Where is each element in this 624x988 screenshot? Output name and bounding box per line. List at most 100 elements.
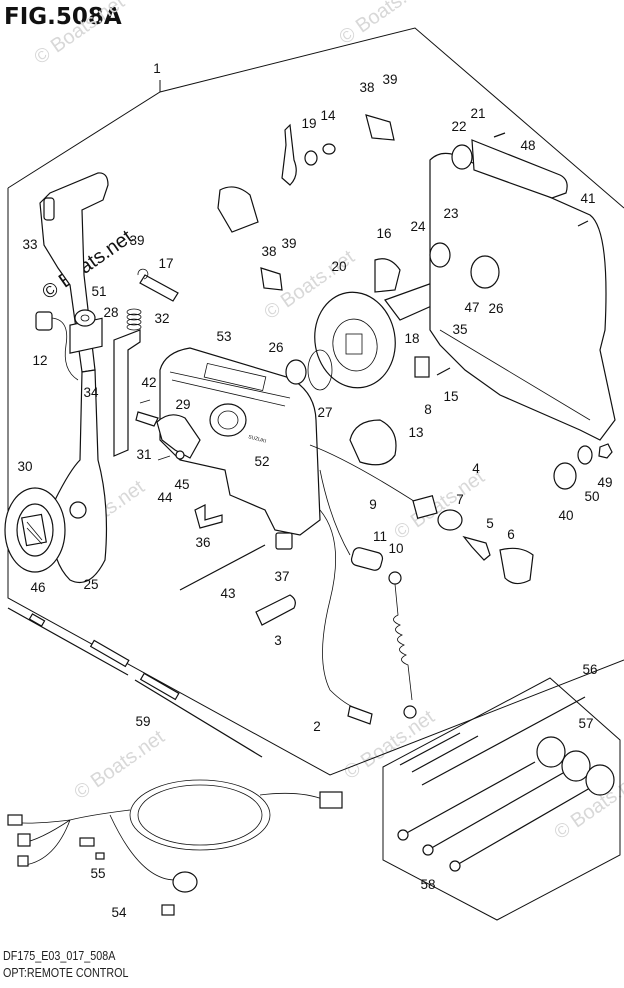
part-callout-38[interactable]: 38 xyxy=(359,80,374,95)
part-callout-20[interactable]: 20 xyxy=(331,259,346,274)
part-callout-42[interactable]: 42 xyxy=(141,375,156,390)
circlip xyxy=(137,268,149,280)
key xyxy=(462,535,491,561)
part-callout-24[interactable]: 24 xyxy=(410,219,426,234)
harness-cable xyxy=(319,509,361,711)
screw xyxy=(436,367,451,376)
lanyard xyxy=(388,571,417,719)
watermark: © Boats.net xyxy=(70,726,169,804)
housing-cover xyxy=(429,152,616,441)
part-callout-34[interactable]: 34 xyxy=(83,385,99,400)
part-callout-39[interactable]: 39 xyxy=(281,236,296,251)
kit-contents xyxy=(397,696,615,872)
part-callout-22[interactable]: 22 xyxy=(451,119,466,134)
part-callout-43[interactable]: 43 xyxy=(220,586,235,601)
part-callout-25[interactable]: 25 xyxy=(83,577,98,592)
oil-seal-top xyxy=(451,144,473,170)
lock-plate xyxy=(113,329,141,457)
part-callout-49[interactable]: 49 xyxy=(597,475,612,490)
part-callout-44[interactable]: 44 xyxy=(157,490,173,505)
part-callout-51[interactable]: 51 xyxy=(91,284,106,299)
part-callout-45[interactable]: 45 xyxy=(174,477,189,492)
part-callout-30[interactable]: 30 xyxy=(17,459,32,474)
long-screw xyxy=(179,544,266,591)
part-callout-18[interactable]: 18 xyxy=(404,331,419,346)
part-callout-19[interactable]: 19 xyxy=(301,116,316,131)
figure-caption: OPT:REMOTE CONTROL xyxy=(3,966,129,980)
watermark: © Boats.net xyxy=(390,466,489,544)
part-callout-53[interactable]: 53 xyxy=(216,329,231,344)
part-callout-29[interactable]: 29 xyxy=(175,397,190,412)
nut xyxy=(175,450,185,460)
part-callout-9[interactable]: 9 xyxy=(369,497,377,512)
trim-switch xyxy=(414,356,430,378)
part-callout-55[interactable]: 55 xyxy=(90,866,105,881)
part-callout-17[interactable]: 17 xyxy=(158,256,173,271)
detent-roller xyxy=(374,258,401,293)
screw xyxy=(157,455,171,461)
part-callout-54[interactable]: 54 xyxy=(111,905,127,920)
part-callout-39[interactable]: 39 xyxy=(129,233,144,248)
part-callout-36[interactable]: 36 xyxy=(195,535,210,550)
nut xyxy=(598,443,613,459)
wiring-harness xyxy=(7,779,343,916)
part-callout-8[interactable]: 8 xyxy=(424,402,432,417)
part-callout-13[interactable]: 13 xyxy=(408,425,423,440)
pin xyxy=(139,274,179,302)
part-callout-50[interactable]: 50 xyxy=(584,489,599,504)
part-callout-32[interactable]: 32 xyxy=(154,311,169,326)
part-callout-31[interactable]: 31 xyxy=(136,447,151,462)
part-callout-28[interactable]: 28 xyxy=(103,305,118,320)
part-callout-46[interactable]: 46 xyxy=(30,580,45,595)
snap-ring xyxy=(307,349,333,391)
part-callout-4[interactable]: 4 xyxy=(472,461,480,476)
link xyxy=(135,411,159,427)
part-callout-3[interactable]: 3 xyxy=(274,633,282,648)
cover-plate xyxy=(471,139,568,199)
part-callout-16[interactable]: 16 xyxy=(376,226,391,241)
friction-disc xyxy=(314,291,396,389)
part-callout-39[interactable]: 39 xyxy=(382,72,397,87)
part-callout-7[interactable]: 7 xyxy=(456,492,464,507)
part-callout-37[interactable]: 37 xyxy=(274,569,289,584)
part-callout-6[interactable]: 6 xyxy=(507,527,515,542)
part-callout-59[interactable]: 59 xyxy=(135,714,150,729)
part-callout-21[interactable]: 21 xyxy=(470,106,485,121)
part-callout-33[interactable]: 33 xyxy=(22,237,37,252)
part-callout-35[interactable]: 35 xyxy=(452,322,467,337)
part-callout-14[interactable]: 14 xyxy=(320,108,336,123)
screw xyxy=(493,132,506,138)
part-callout-1[interactable]: 1 xyxy=(153,61,161,76)
part-callout-2[interactable]: 2 xyxy=(313,719,321,734)
harness-connector xyxy=(347,705,373,725)
part-callout-5[interactable]: 5 xyxy=(486,516,494,531)
bushing xyxy=(304,150,318,166)
part-callout-47[interactable]: 47 xyxy=(464,300,479,315)
part-callout-41[interactable]: 41 xyxy=(580,191,595,206)
part-callout-15[interactable]: 15 xyxy=(443,389,458,404)
svg-text:SUZUKI: SUZUKI xyxy=(247,434,266,445)
kit-box-outline xyxy=(382,677,621,921)
hub-cap xyxy=(4,487,66,573)
part-callout-26[interactable]: 26 xyxy=(268,340,283,355)
part-callout-23[interactable]: 23 xyxy=(443,206,458,221)
remote-cable xyxy=(7,607,263,758)
part-callout-48[interactable]: 48 xyxy=(520,138,535,153)
harness-plug xyxy=(319,791,343,809)
screw xyxy=(139,399,151,404)
part-callout-58[interactable]: 58 xyxy=(420,877,435,892)
part-callout-10[interactable]: 10 xyxy=(388,541,403,556)
part-callout-26[interactable]: 26 xyxy=(488,301,503,316)
part-callout-40[interactable]: 40 xyxy=(558,508,573,523)
part-callout-52[interactable]: 52 xyxy=(254,454,269,469)
part-callout-12[interactable]: 12 xyxy=(32,353,47,368)
part-callout-56[interactable]: 56 xyxy=(582,662,597,677)
figure-code: DF175_E03_017_508A xyxy=(3,949,116,963)
part-callout-57[interactable]: 57 xyxy=(578,716,593,731)
part-callout-27[interactable]: 27 xyxy=(317,405,332,420)
control-box-housing: SUZUKI xyxy=(159,347,321,536)
part-callout-11[interactable]: 11 xyxy=(373,529,387,544)
washer xyxy=(322,143,336,155)
part-callout-38[interactable]: 38 xyxy=(261,244,276,259)
